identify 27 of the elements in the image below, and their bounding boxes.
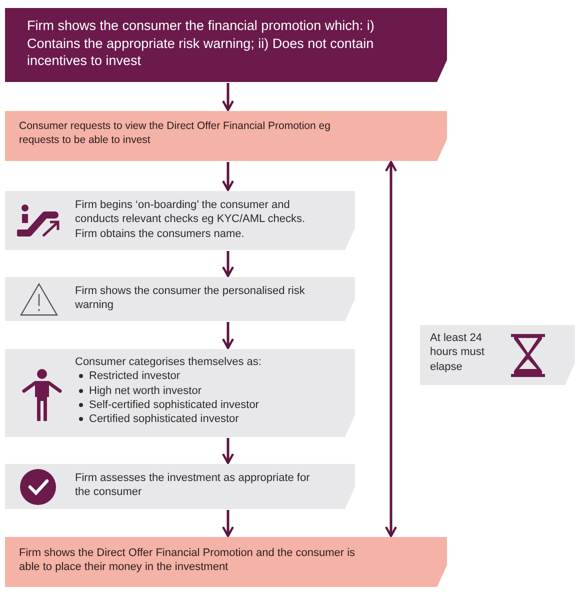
step-text: Firm shows the consumer the personalised risk warning xyxy=(75,284,306,313)
step-text: Firm begins ‘on-boarding’ the consumer and conducts relevant checks eg KYC/AML checks. Firm obtains the consumers name. xyxy=(75,198,306,241)
process-box xyxy=(5,191,355,250)
bullet-item: High net worth investor xyxy=(89,384,202,397)
step-text: Firm shows the Direct Offer Financial Promotion and the consumer is able to place their money in the investment xyxy=(19,546,356,575)
bullet-item: Certified sophisticated investor xyxy=(89,413,239,426)
process-box xyxy=(5,8,447,82)
arrow xyxy=(222,83,234,112)
bullet-item: Self-certified sophisticated investor xyxy=(89,398,259,411)
arrow xyxy=(222,251,234,278)
arrow xyxy=(222,162,234,192)
step-text: At least 24 hours must elapse xyxy=(430,331,486,374)
process-box xyxy=(5,277,355,321)
arrow xyxy=(222,438,234,464)
step-text: Firm shows the consumer the financial promotion which: i) Contains the appropriate risk warning; ii) Does not contain incentives to invest xyxy=(27,17,376,70)
note-box xyxy=(420,325,575,385)
process-box xyxy=(5,349,355,437)
double-arrow xyxy=(384,160,398,538)
process-box xyxy=(5,537,447,587)
arrow xyxy=(222,510,234,538)
arrow xyxy=(222,322,234,350)
process-box xyxy=(5,111,447,161)
list-heading: Consumer categorises themselves as: xyxy=(75,355,262,370)
step-text: Consumer requests to view the Direct Offer Financial Promotion eg requests to be able to invest xyxy=(19,120,332,148)
step-text: Firm assesses the investment as appropriate for the consumer xyxy=(75,471,311,500)
process-box xyxy=(5,464,355,509)
bullet-item: Restricted investor xyxy=(89,370,180,382)
